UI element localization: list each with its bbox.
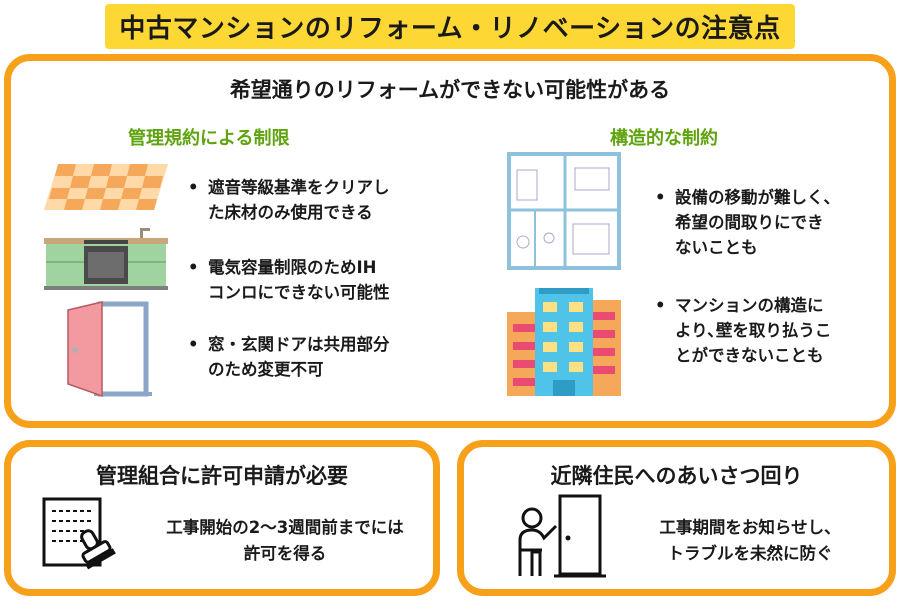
structure-item-walls-line1: マンションの構造に: [675, 296, 824, 315]
floor-plan-icon: [507, 152, 621, 270]
bullet: •: [655, 188, 666, 207]
title-wrap: 中古マンションのリフォーム・リノベーションの注意点: [0, 4, 900, 49]
structure-item-layout-line3: ないことも: [675, 238, 758, 257]
structure-item-walls-line2: より､壁を取り払うこ: [675, 321, 832, 340]
neighbors-line1: 工事期間をお知らせし、: [659, 518, 841, 537]
bullet: •: [188, 335, 199, 354]
rules-subheading: 管理規約による制限: [128, 128, 290, 149]
permit-line2: 許可を得る: [243, 544, 327, 563]
structure-item-layout-line1: 設備の移動が難しく、: [675, 188, 840, 207]
neighbors-line2: トラブルを未然に防ぐ: [667, 544, 833, 563]
permit-document-icon: [42, 497, 116, 570]
rule-item-door-line2: のため変更不可: [208, 360, 324, 379]
visit-neighbor-icon: [518, 494, 606, 578]
rule-item-flooring-line2: た床材のみ使用できる: [208, 203, 373, 222]
bullet: •: [655, 296, 666, 315]
door-icon: [67, 301, 152, 398]
rule-item-ih-line1: 電気容量制限のためIH: [208, 258, 377, 277]
flooring-icon: [44, 164, 168, 210]
bullet: •: [188, 258, 199, 277]
permit-heading: 管理組合に許可申請が必要: [96, 464, 348, 488]
kitchen-icon: [44, 228, 168, 290]
structure-item-walls-line3: とができないことも: [675, 346, 824, 365]
rule-item-door-line1: 窓・玄関ドアは共用部分: [208, 335, 390, 354]
restriction-heading: 希望通りのリフォームができない可能性がある: [229, 78, 671, 102]
permit-line1: 工事開始の2〜3週間前までには: [166, 518, 404, 537]
rule-item-door: • 窓・玄関ドアは共用部分 のため変更不可: [188, 332, 390, 382]
rule-item-flooring-line1: 遮音等級基準をクリアし: [208, 178, 390, 197]
permit-description: 工事開始の2〜3週間前までには 許可を得る: [145, 515, 425, 567]
apartment-building-icon: [507, 288, 621, 396]
neighbors-heading: 近隣住民へのあいさつ回り: [550, 464, 803, 488]
rule-item-flooring: • 遮音等級基準をクリアし た床材のみ使用できる: [188, 175, 390, 225]
structure-subheading: 構造的な制約: [610, 128, 718, 149]
page-title: 中古マンションのリフォーム・リノベーションの注意点: [105, 4, 795, 49]
neighbors-description: 工事期間をお知らせし、 トラブルを未然に防ぐ: [630, 515, 870, 567]
rule-item-ih-line2: コンロにできない可能性: [208, 283, 390, 302]
bullet: •: [188, 178, 199, 197]
structure-item-walls: • マンションの構造に より､壁を取り払うこ とができないことも: [655, 293, 832, 368]
rule-item-ih: • 電気容量制限のためIH コンロにできない可能性: [188, 255, 390, 305]
structure-item-layout-line2: 希望の間取りにでき: [675, 213, 824, 232]
structure-item-layout: • 設備の移動が難しく、 希望の間取りにでき ないことも: [655, 185, 840, 260]
